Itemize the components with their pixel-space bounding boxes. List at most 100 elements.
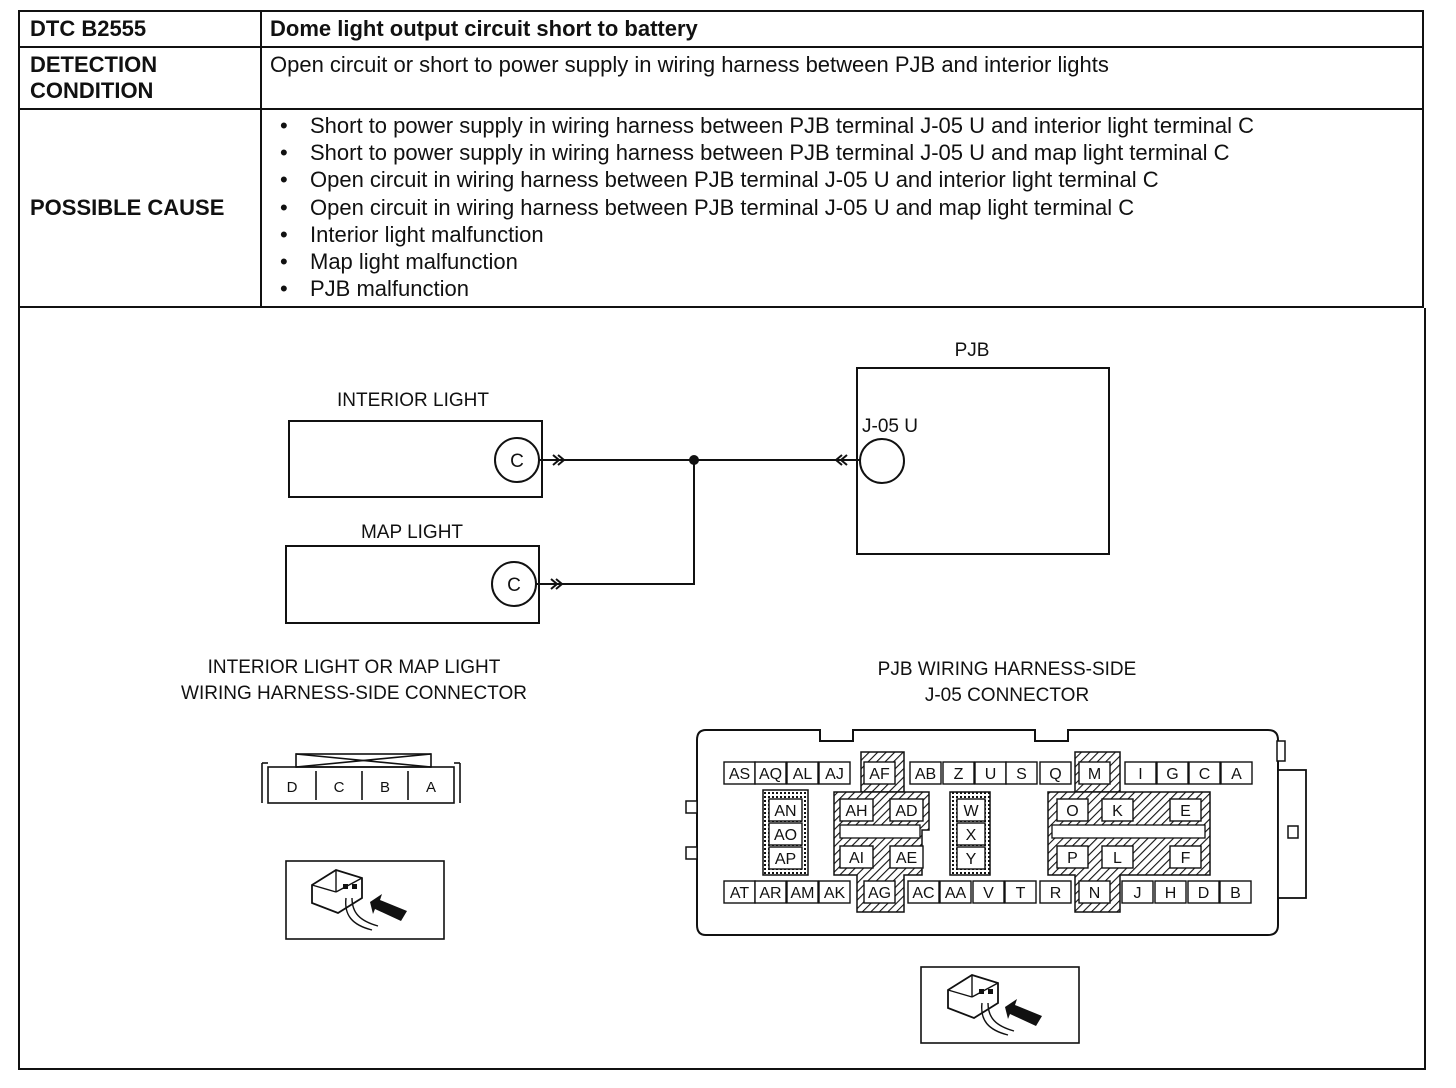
harness-view-icon	[920, 966, 1080, 1044]
j05-pin-cell	[909, 761, 942, 785]
j05-pin-cell	[1101, 845, 1134, 869]
j05-pin-cell	[754, 880, 787, 904]
j05-pin-label: AQ	[759, 766, 782, 783]
j05-pin-label: U	[985, 766, 997, 783]
j05-pin-label: X	[966, 827, 977, 844]
right-connector-title-line1: PJB WIRING HARNESS-SIDE	[878, 659, 1137, 680]
right-connector-title-line2: J-05 CONNECTOR	[925, 685, 1089, 706]
left-connector-title-line2: WIRING HARNESS-SIDE CONNECTOR	[181, 683, 527, 704]
j05-pin-label: AE	[896, 850, 917, 867]
j05-pin-cell	[786, 761, 819, 785]
j05-pin-cell	[1169, 798, 1202, 822]
j05-pin-label: AH	[845, 803, 867, 820]
j05-pin-label: S	[1016, 766, 1027, 783]
j05-pin-cell	[1156, 761, 1189, 785]
j05-pin-label: AD	[895, 803, 917, 820]
cause-item: Short to power supply in wiring harness …	[280, 112, 1414, 139]
j05-pin-label: AT	[730, 885, 749, 902]
j05-pin-label: AP	[775, 851, 796, 868]
left-connector-title-line1: INTERIOR LIGHT OR MAP LIGHT	[208, 657, 501, 678]
j05-pin-cell	[754, 761, 787, 785]
j05-pin-cell	[818, 761, 851, 785]
j05-pin-label: N	[1089, 885, 1101, 902]
j05-pin-cell	[839, 845, 874, 869]
cause-item: Interior light malfunction	[280, 221, 1414, 248]
cause-item: Open circuit in wiring harness between P…	[280, 166, 1414, 193]
connector-arrow	[839, 454, 848, 466]
interior-light-connector-face	[261, 753, 461, 804]
diagram-frame	[18, 308, 1426, 1070]
j05-pin-cell	[956, 846, 986, 870]
j05-pin-cell	[768, 846, 803, 870]
j05-pin-label: K	[1112, 803, 1123, 820]
j05-pin-cell	[1056, 845, 1089, 869]
dtc-title: Dome light output circuit short to batte…	[260, 10, 1424, 48]
j05-pin-label: AL	[793, 766, 813, 783]
wiring	[536, 454, 860, 590]
j05-pin-label: AN	[774, 803, 796, 820]
j05-pin-cell	[1169, 845, 1202, 869]
interior-light-label: INTERIOR LIGHT	[337, 390, 489, 411]
j05-pin-label: AM	[791, 885, 815, 902]
wire-map-to-splice	[536, 460, 695, 585]
j05-pin-label: B	[1230, 885, 1241, 902]
j05-pin-cell	[889, 798, 924, 822]
j05-pin-label: AF	[869, 766, 890, 783]
j05-pin-label: I	[1138, 766, 1142, 783]
j05-pin-cell	[786, 880, 819, 904]
connector-arrow	[552, 454, 561, 466]
j05-pin-cell	[1154, 880, 1187, 904]
connector-pin: A	[426, 779, 436, 796]
j05-pin-cell	[1039, 761, 1072, 785]
j05-pin-label: Z	[954, 766, 964, 783]
j05-pin-label: G	[1166, 766, 1178, 783]
j05-pin-cell	[1220, 761, 1253, 785]
cause-item: Short to power supply in wiring harness …	[280, 139, 1414, 166]
j05-pin-cell	[942, 761, 975, 785]
dtc-row-cause: POSSIBLE CAUSE Short to power supply in …	[18, 107, 1424, 309]
j05-pin-cell	[1187, 880, 1220, 904]
detection-label: DETECTION CONDITION	[18, 46, 262, 110]
j05-pin-label: D	[1198, 885, 1210, 902]
j05-pin-label: AC	[912, 885, 934, 902]
splice-point	[689, 455, 699, 465]
j05-pin-cell	[1219, 880, 1252, 904]
pjb-label: PJB	[955, 340, 990, 361]
j05-pin-cell	[907, 880, 940, 904]
cause-item: Map light malfunction	[280, 248, 1414, 275]
interior-light-terminal-c: C	[510, 451, 524, 472]
j05-pin-label: Q	[1049, 766, 1061, 783]
j05-pin-label: AK	[824, 885, 846, 902]
j05-pin-cell	[1005, 761, 1038, 785]
pjb-terminal-circle	[859, 438, 905, 484]
j05-pin-label: T	[1016, 885, 1026, 902]
j05-pin-cell	[972, 880, 1005, 904]
j05-pin-label: AR	[759, 885, 781, 902]
connector-arrow	[555, 578, 564, 590]
j05-pin-label: AA	[945, 885, 967, 902]
j05-pin-label: AI	[849, 850, 864, 867]
j05-pin-cell	[768, 798, 803, 822]
j05-pin-label: P	[1067, 850, 1078, 867]
j05-pin-label: L	[1113, 850, 1122, 867]
connector-pin: B	[380, 779, 390, 796]
j05-pin-label: C	[1199, 766, 1211, 783]
j05-pin-cell	[863, 761, 896, 785]
map-light-label: MAP LIGHT	[361, 522, 463, 543]
j05-pin-cell	[889, 845, 924, 869]
j05-pin-label: F	[1181, 850, 1191, 867]
j05-pin-label: AB	[915, 766, 936, 783]
j05-pin-cell	[956, 822, 986, 846]
j05-pin-label: AJ	[825, 766, 844, 783]
j05-pin-cell	[818, 880, 851, 904]
j05-pin-label: AS	[729, 766, 750, 783]
dtc-table: DTC B2555 Dome light output circuit shor…	[18, 10, 1424, 309]
detection-text: Open circuit or short to power supply in…	[260, 46, 1424, 110]
connector-arrow	[834, 454, 843, 466]
j05-pin-cell	[1101, 798, 1134, 822]
j05-pin-cell	[863, 880, 896, 904]
j05-pin-label: R	[1050, 885, 1062, 902]
j05-pin-cell	[939, 880, 972, 904]
